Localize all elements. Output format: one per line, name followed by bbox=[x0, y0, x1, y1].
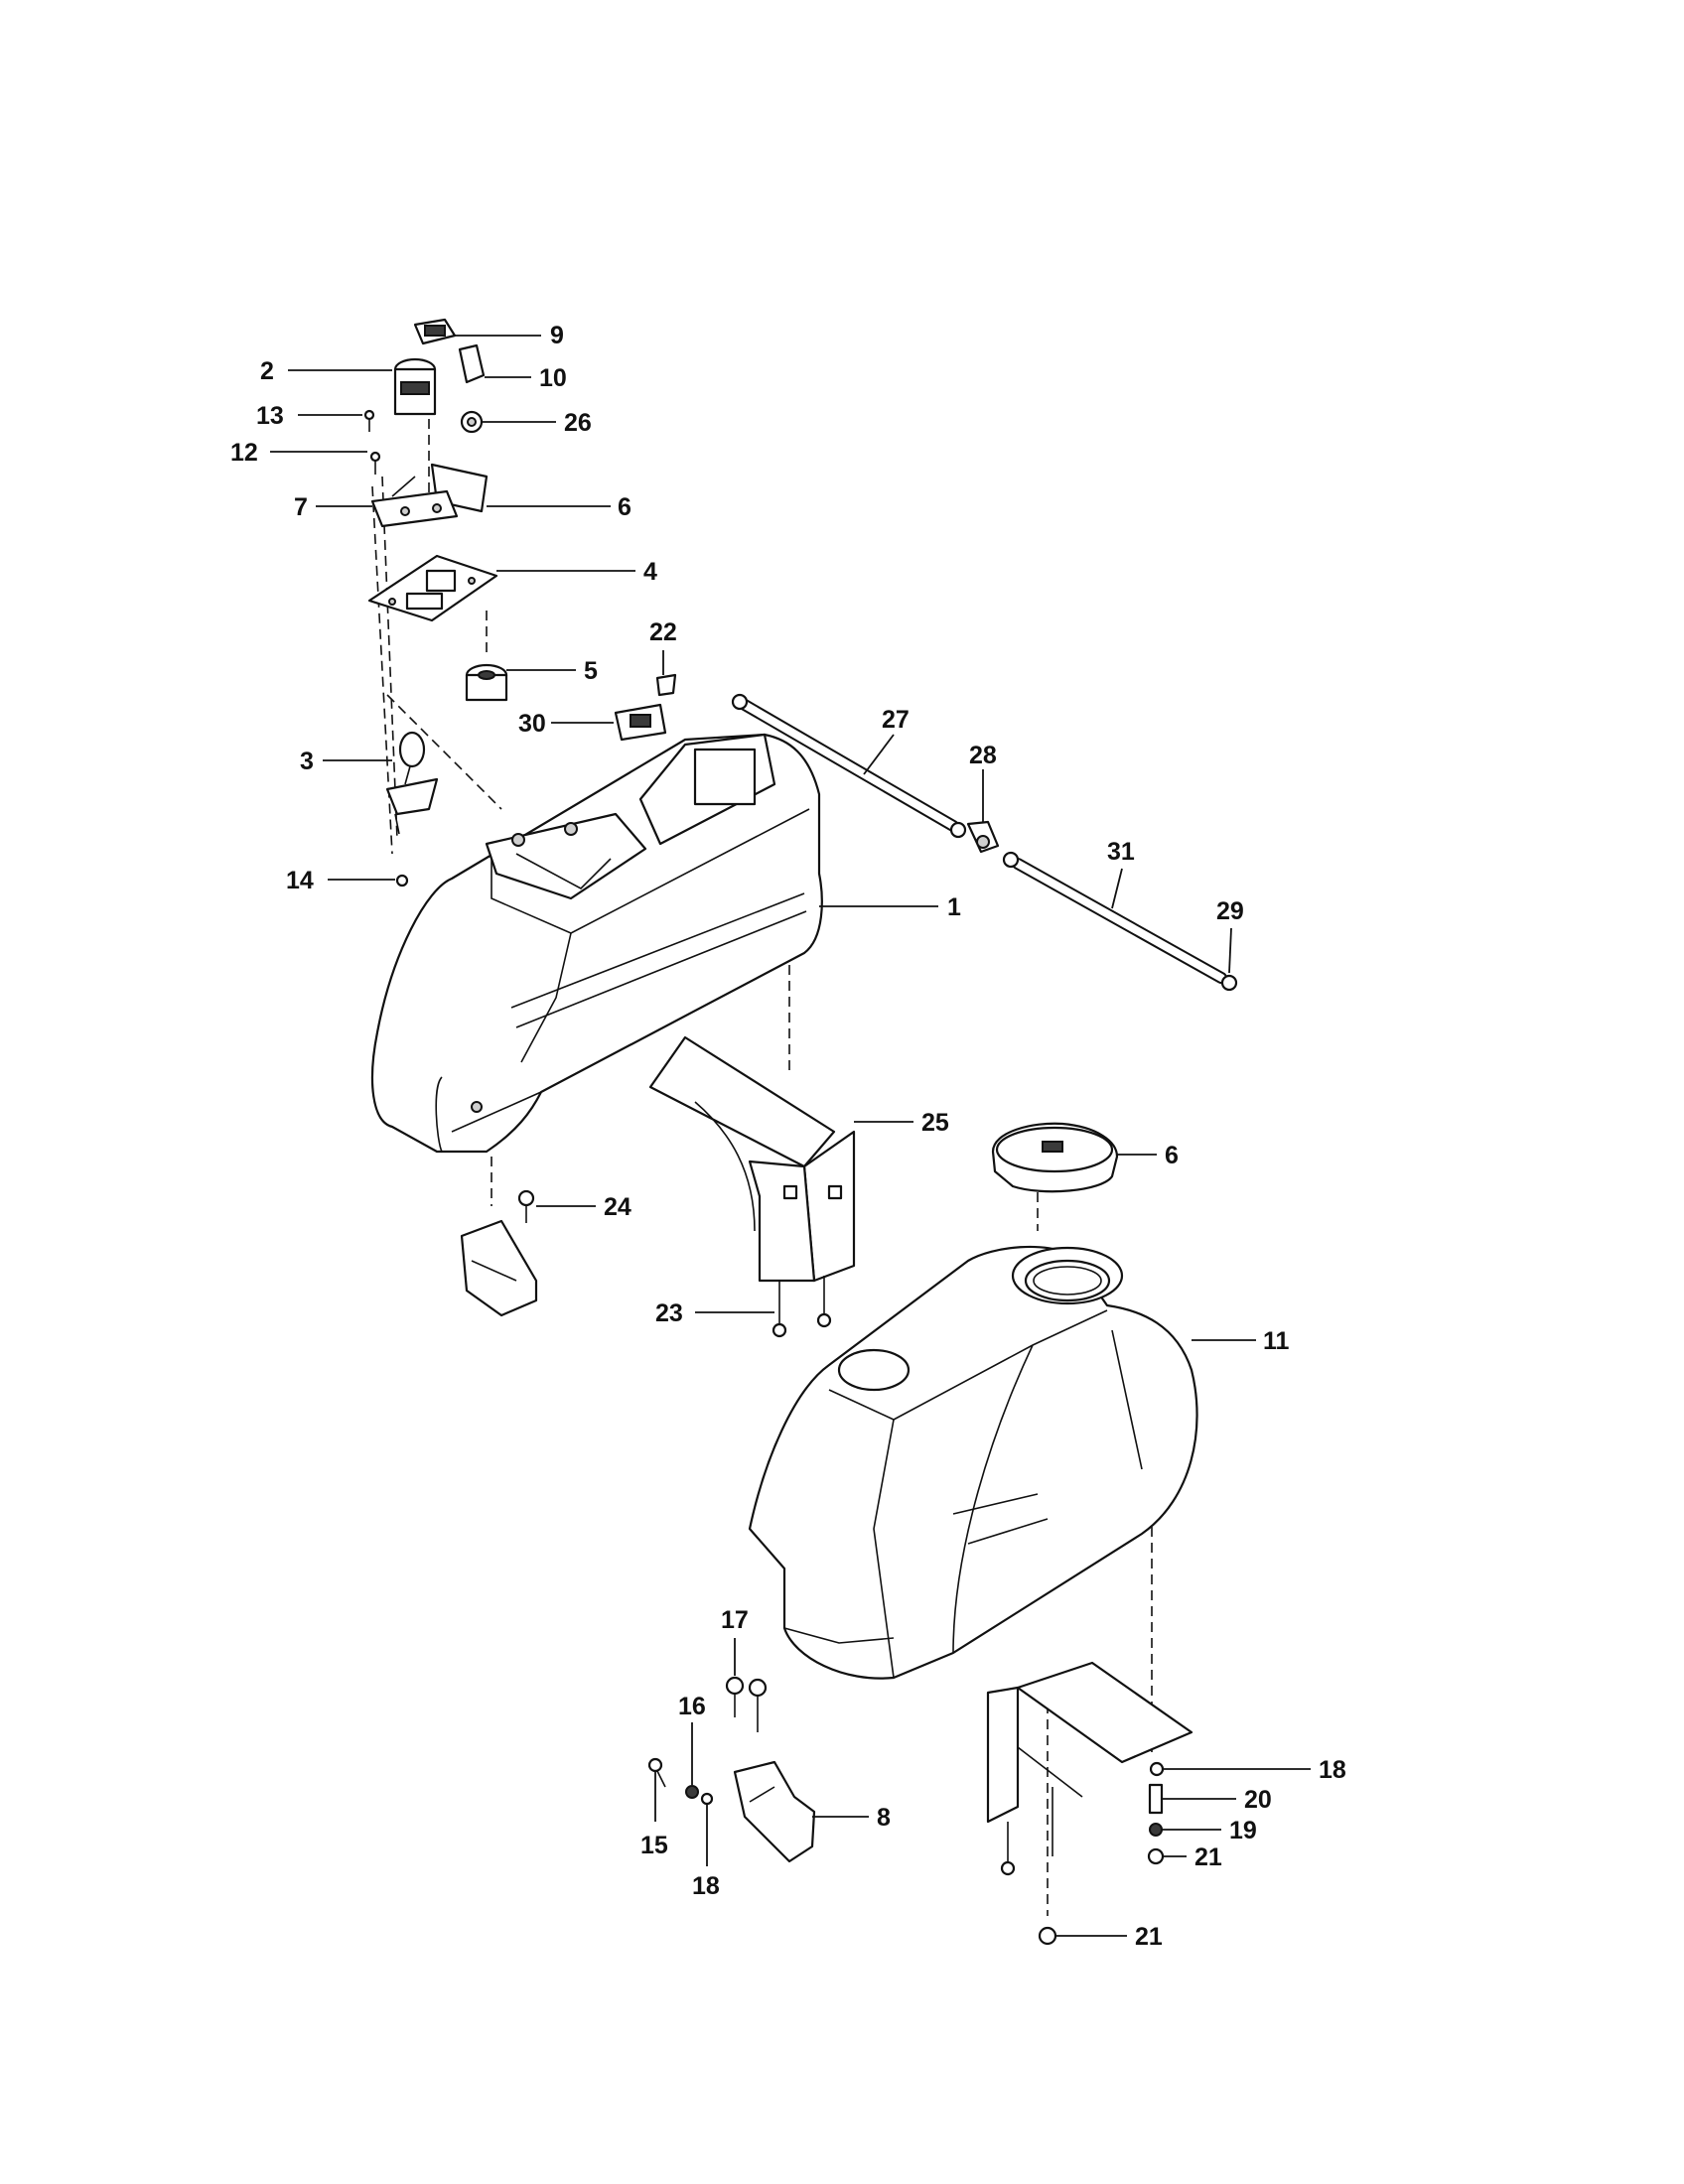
callout-5: 5 bbox=[584, 657, 598, 685]
callout-6: 6 bbox=[618, 493, 632, 521]
callout-13: 13 bbox=[256, 402, 284, 430]
callout-1: 1 bbox=[947, 893, 961, 921]
callout-7: 7 bbox=[294, 493, 308, 521]
fuel-line-assembly bbox=[731, 693, 1238, 992]
callout-12: 12 bbox=[230, 439, 258, 467]
small-screws bbox=[363, 409, 381, 475]
callout-27: 27 bbox=[882, 706, 910, 734]
tank-rear-bracket bbox=[986, 1661, 1193, 1946]
tank-front-bracket bbox=[647, 1676, 816, 1863]
console-support-bracket bbox=[648, 1035, 856, 1338]
leader-lines bbox=[270, 335, 1311, 1937]
callout-2: 2 bbox=[260, 357, 274, 385]
callout-6b: 6 bbox=[1165, 1142, 1179, 1169]
callout-23: 23 bbox=[655, 1299, 683, 1327]
callout-28: 28 bbox=[969, 742, 997, 769]
callout-4: 4 bbox=[643, 558, 657, 586]
callout-22: 22 bbox=[649, 618, 677, 646]
callout-3: 3 bbox=[300, 748, 314, 775]
callout-20: 20 bbox=[1244, 1786, 1272, 1814]
callout-18b: 18 bbox=[692, 1872, 720, 1900]
callout-26: 26 bbox=[564, 409, 592, 437]
callout-14: 14 bbox=[286, 867, 314, 894]
control-switch bbox=[465, 663, 508, 702]
throttle-lever bbox=[385, 731, 439, 887]
switch-mount-bracket bbox=[370, 463, 489, 528]
callout-30: 30 bbox=[518, 710, 546, 738]
callout-25: 25 bbox=[921, 1109, 949, 1137]
callout-labels: 9 2 10 13 26 12 7 6 4 22 5 30 27 28 3 31… bbox=[230, 322, 1346, 1951]
callout-11: 11 bbox=[1263, 1327, 1290, 1355]
callout-10: 10 bbox=[539, 364, 567, 392]
fuel-tank bbox=[748, 1245, 1198, 1680]
console-mount-bracket bbox=[460, 1189, 538, 1317]
callout-29: 29 bbox=[1216, 897, 1244, 925]
callout-17: 17 bbox=[721, 1606, 749, 1634]
callout-24: 24 bbox=[604, 1193, 632, 1221]
callout-18: 18 bbox=[1319, 1756, 1346, 1784]
callout-16: 16 bbox=[678, 1693, 706, 1720]
callout-21b: 21 bbox=[1135, 1923, 1163, 1951]
callout-9: 9 bbox=[550, 322, 564, 349]
callout-31: 31 bbox=[1107, 838, 1135, 866]
callout-15: 15 bbox=[640, 1832, 668, 1859]
wire-clip-and-connector bbox=[614, 673, 677, 742]
callout-8: 8 bbox=[877, 1804, 891, 1832]
ignition-switch-assembly bbox=[393, 318, 486, 434]
fuel-cap bbox=[991, 1122, 1119, 1193]
mounting-plate bbox=[367, 554, 498, 622]
callout-21: 21 bbox=[1194, 1843, 1222, 1871]
console-housing bbox=[370, 733, 823, 1154]
callout-19: 19 bbox=[1229, 1817, 1257, 1844]
